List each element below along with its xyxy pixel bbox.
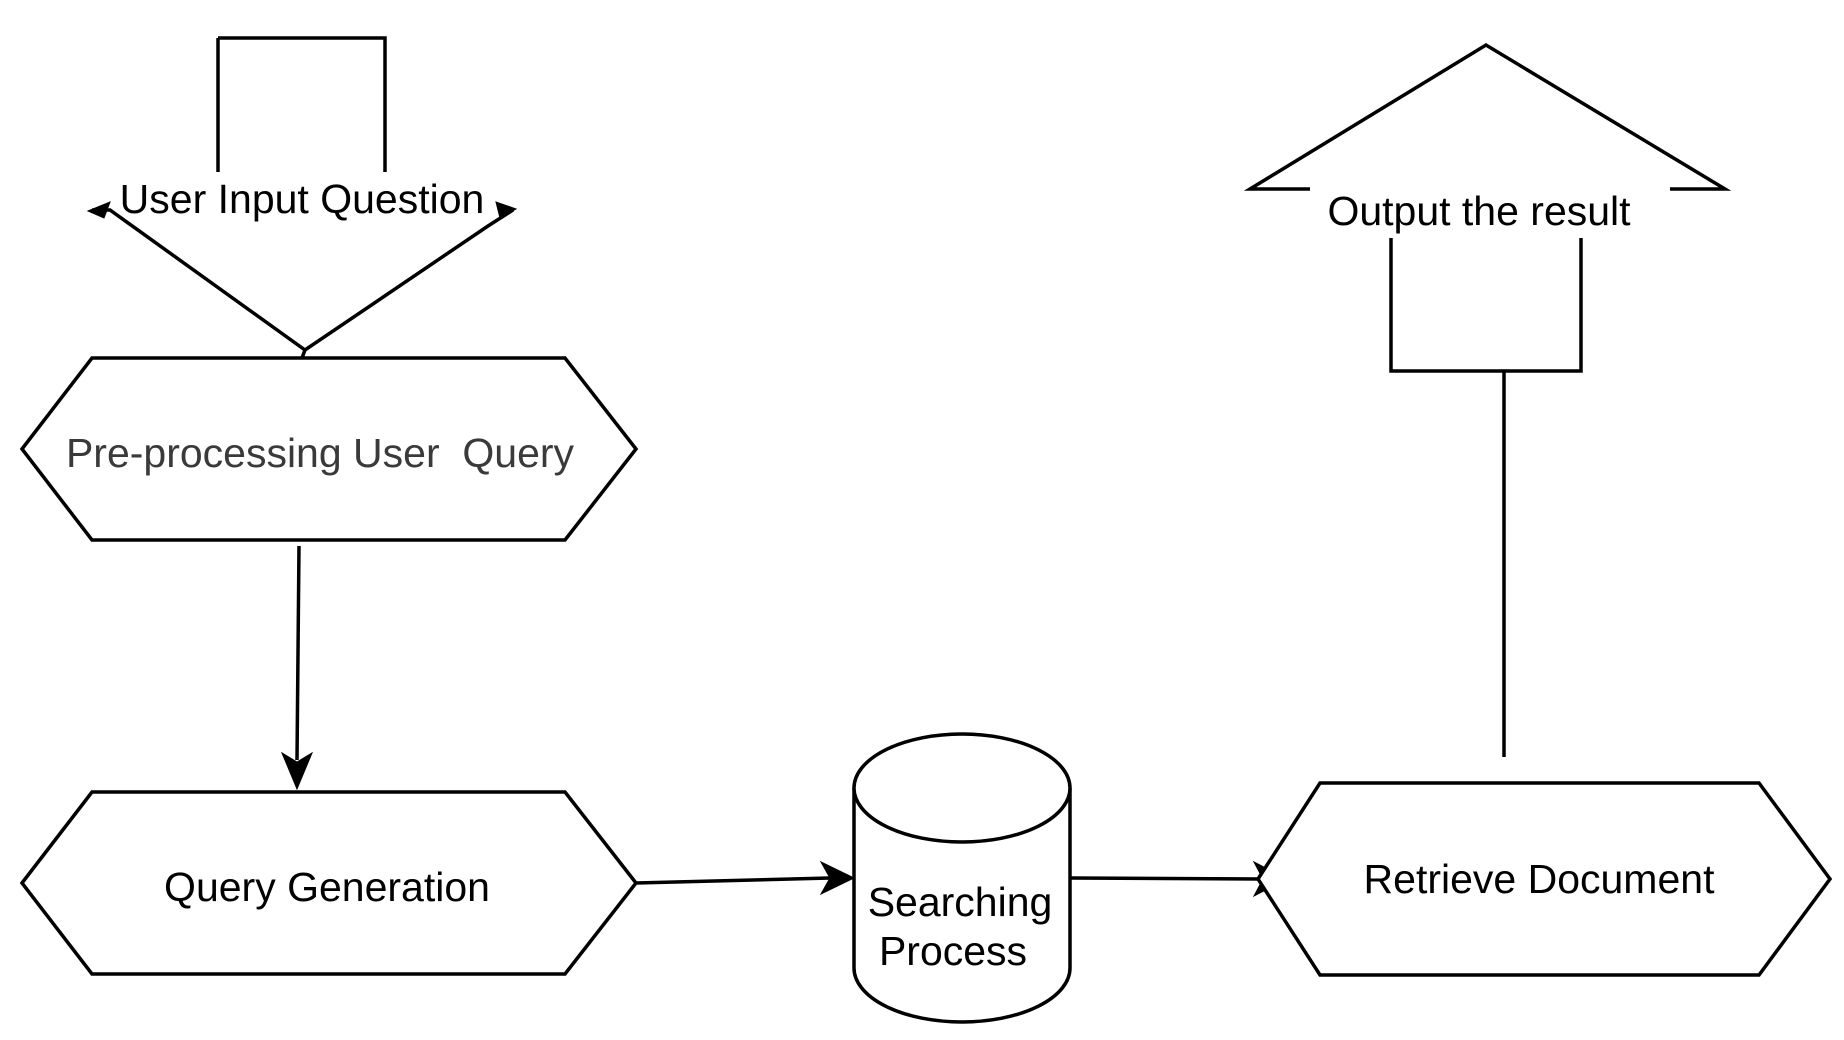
searching-label-line1: Searching [868,879,1053,925]
output-arrow-shape [1243,42,1732,191]
connector-line [635,876,831,885]
arrowhead-down [280,751,314,791]
user-input-right-barb [495,201,518,219]
preprocessing-hexagon [19,356,639,542]
user-input-arrow-shape [92,36,514,359]
preprocessing-label: Pre-processing User Query [66,430,575,476]
user-input-label: User Input Question [120,176,485,222]
preprocessing-node[interactable]: Pre-processing User Query [19,356,639,542]
output-result-label: Output the result [1327,188,1631,234]
output-arrow-stem [1389,238,1583,373]
searching-cylinder-top [852,732,1072,844]
output-result-node[interactable]: Output the result [1243,42,1732,373]
searching-process-node[interactable]: Searching Process [852,732,1072,1024]
retrieve-document-label: Retrieve Document [1364,856,1716,902]
output-label-backdrop [1310,180,1670,240]
user-input-left-barb [86,201,111,219]
connector-line [295,545,301,761]
user-input-question-node[interactable]: User Input Question [86,36,518,359]
query-generation-node[interactable]: Query Generation [19,790,639,976]
searching-cylinder-body [852,788,1072,1024]
arrow-preprocess-to-querygen [280,545,314,791]
searching-label-line2: Process [879,928,1027,974]
arrow-searching-to-retrieve [1069,860,1289,898]
arrow-querygen-to-searching [635,860,856,896]
arrowhead-right [819,860,856,896]
connector-line [1069,876,1261,881]
retrieve-document-hexagon [1255,781,1833,977]
query-generation-label: Query Generation [164,864,490,910]
retrieve-document-node[interactable]: Retrieve Document [1255,781,1833,977]
